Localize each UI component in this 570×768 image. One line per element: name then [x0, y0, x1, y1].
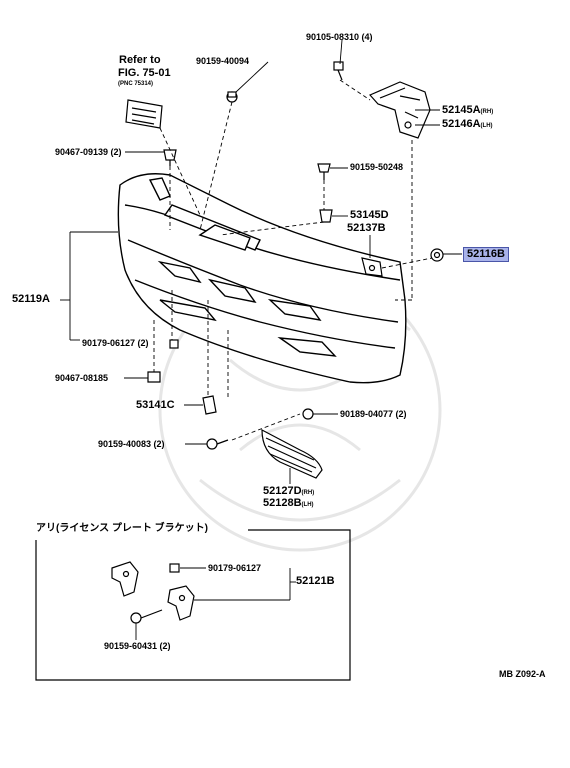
label-53145d: 53145D — [350, 209, 389, 221]
clip-90467-08185-icon — [147, 371, 161, 383]
license-bracket-right-icon — [167, 585, 195, 621]
label-90467-08185: 90467-08185 — [55, 373, 109, 383]
pad-53141c-icon — [202, 395, 217, 415]
retainer-52137b-icon — [361, 257, 383, 277]
clip-90189-icon — [302, 408, 314, 420]
clip-90159-40094-icon — [226, 91, 238, 103]
label-53141c: 53141C — [136, 399, 175, 411]
clip-90467-09139-icon — [163, 149, 177, 166]
grille-52127d-icon — [261, 429, 323, 479]
inset-leaders — [135, 567, 296, 640]
label-90159-50248: 90159-50248 — [350, 162, 404, 172]
refer-line2: FIG. 75-01 — [118, 67, 171, 79]
ref-bracket — [125, 99, 163, 129]
nut-52116b-icon — [430, 248, 444, 262]
label-52146a: 52146A(LH) — [442, 118, 493, 130]
label-90159-40083: 90159-40083 (2) — [98, 439, 165, 449]
license-bracket-left-icon — [111, 561, 139, 597]
bumper-cover — [117, 173, 407, 384]
bracket-52145a — [369, 81, 431, 139]
guide-lines — [153, 79, 433, 441]
leader-lines — [60, 39, 462, 484]
screw-90159-40083-icon — [206, 438, 229, 450]
label-52116b-highlighted[interactable]: 52116B — [463, 247, 509, 262]
refer-line3: (PNC 75314) — [118, 81, 154, 87]
inset-screw-top-icon — [169, 563, 180, 573]
label-90159-40094: 90159-40094 — [196, 56, 250, 66]
label-90467-09139: 90467-09139 (2) — [55, 147, 122, 157]
label-52137b: 52137B — [347, 222, 386, 234]
clip-53145d-icon — [319, 209, 333, 223]
label-90179-06127-main: 90179-06127 (2) — [82, 338, 149, 348]
label-90189-04077: 90189-04077 (2) — [340, 409, 407, 419]
inset-frame — [35, 529, 351, 681]
label-52145a: 52145A(RH) — [442, 104, 494, 116]
label-52128b: 52128B(LH) — [263, 497, 314, 509]
figure-code: MB Z092-A — [499, 669, 546, 679]
bolt-90105-icon — [333, 61, 344, 81]
inset-title: アリ(ライセンス プレート ブラケット) — [36, 523, 209, 534]
label-90179-06127-inset: 90179-06127 — [208, 563, 262, 573]
label-52119a: 52119A — [12, 293, 50, 305]
screw-90159-50248-icon — [317, 163, 331, 180]
screw-90179-left-icon — [169, 339, 179, 349]
label-52121b: 52121B — [296, 575, 335, 587]
label-90159-60431: 90159-60431 (2) — [104, 641, 171, 651]
label-52127d: 52127D(RH) — [263, 485, 315, 497]
refer-line1: Refer to — [119, 54, 161, 66]
label-90105-08310: 90105-08310 (4) — [306, 32, 373, 42]
inset-screw-bottom-icon — [130, 609, 163, 624]
